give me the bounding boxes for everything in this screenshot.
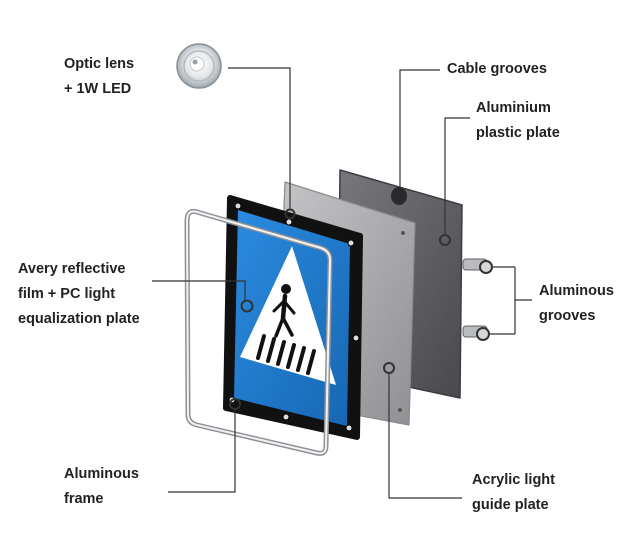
aluminous-frame	[184, 208, 333, 456]
label-aluminium-plastic-plate: Aluminium plastic plate	[476, 100, 560, 141]
aluminous-grooves	[462, 258, 493, 341]
leader-lines	[152, 67, 532, 499]
label-avery-reflective-film: Avery reflective film + PC light equaliz…	[18, 261, 140, 327]
led-lens-icon	[176, 43, 222, 89]
label-aluminous-frame: Aluminous frame	[64, 466, 139, 507]
label-optic-lens: Optic lens + 1W LED	[64, 56, 135, 97]
pedestrian-crossing-icon	[256, 284, 316, 375]
cable-groove	[391, 187, 407, 205]
label-cable-grooves: Cable grooves	[447, 61, 547, 77]
label-aluminous-grooves: Aluminous grooves	[539, 283, 614, 324]
reflective-sign-face	[223, 195, 363, 440]
label-acrylic-light-guide-plate: Acrylic light guide plate	[472, 472, 555, 513]
